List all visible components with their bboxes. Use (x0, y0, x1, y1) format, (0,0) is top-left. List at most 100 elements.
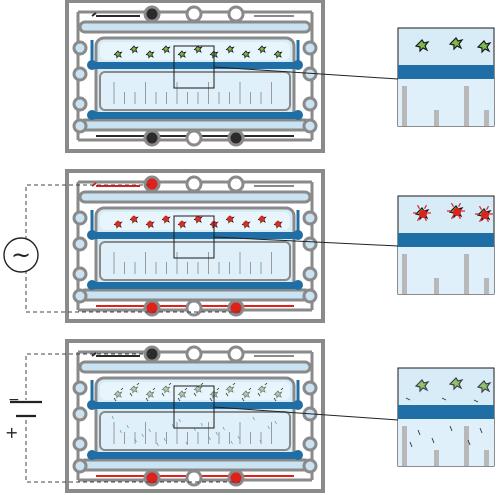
spark-ray (450, 202, 455, 207)
port (227, 345, 245, 363)
blue-electrode-bottom (94, 112, 296, 119)
inset-tick (464, 426, 469, 466)
inset-tick (464, 86, 469, 126)
spark (195, 216, 201, 222)
fragment (280, 387, 284, 391)
blue-electrode-top (94, 62, 296, 69)
debris (237, 435, 240, 440)
debris (171, 423, 174, 428)
port (227, 175, 245, 193)
inset-tick (484, 278, 489, 294)
electrode-pad-bottom (143, 299, 161, 317)
debris (417, 429, 421, 436)
electrode-pad-top (143, 175, 161, 193)
debris (252, 416, 255, 421)
ac-symbol: ~ (11, 241, 31, 269)
side-port (72, 96, 88, 112)
side-port (302, 236, 318, 252)
fragment (136, 382, 140, 386)
inset-tick (484, 450, 489, 466)
debris (156, 442, 159, 447)
side-port (72, 380, 88, 396)
spark-ray (478, 218, 483, 223)
debris (473, 399, 479, 403)
side-port (72, 406, 88, 422)
inset-tick (402, 426, 407, 466)
inset-tick (484, 110, 489, 126)
inset-lower (398, 247, 494, 294)
spark (453, 208, 461, 216)
blue-electrode-bottom (94, 452, 296, 459)
fragment (168, 382, 172, 386)
inset-blue-electrode (398, 233, 494, 247)
blue-electrode-bottom (94, 282, 296, 289)
panel-ac-field (65, 169, 325, 323)
zoom-connector (213, 66, 399, 80)
port (227, 5, 245, 23)
spark (147, 221, 153, 227)
port (185, 129, 203, 147)
fragment (225, 392, 229, 397)
debris (274, 420, 277, 425)
debris (467, 439, 471, 446)
ac-source-icon (3, 237, 39, 273)
inset-blue-electrode (398, 405, 494, 419)
spark-ray (485, 205, 490, 210)
port (185, 175, 203, 193)
blue-electrode-top (94, 232, 296, 239)
side-port (72, 266, 88, 282)
debris (230, 440, 233, 445)
debris (215, 431, 218, 436)
electrode-pad-bottom (143, 129, 161, 147)
debris (178, 418, 181, 423)
zoom-connector (213, 236, 399, 247)
dc-circuit: − + (5, 353, 240, 483)
side-port (302, 40, 318, 56)
spark (179, 221, 185, 227)
side-port (72, 236, 88, 252)
spark-ray (423, 217, 428, 222)
inset-tick (434, 450, 439, 466)
debris (405, 397, 411, 401)
side-port (72, 66, 88, 82)
spark (227, 216, 233, 222)
inset-tick (402, 254, 407, 294)
fluid-channel (78, 360, 312, 374)
debris (185, 441, 188, 446)
fragment (161, 392, 165, 397)
debris (222, 426, 225, 431)
fluid-channel (78, 190, 312, 204)
fragment (113, 397, 117, 402)
spark-ray (478, 205, 483, 210)
fragment (209, 397, 213, 402)
spark (131, 216, 137, 222)
zoom-connector (213, 406, 399, 421)
fragment (152, 387, 156, 391)
fluid-channel (78, 20, 312, 34)
zoom-inset-ac (397, 195, 495, 295)
debris (141, 433, 144, 438)
spark-ray (457, 202, 462, 207)
spark-ray (450, 215, 455, 220)
spark (419, 210, 427, 218)
fragment (216, 387, 220, 391)
spark (275, 221, 281, 227)
cell-lane (100, 382, 290, 400)
fragment (177, 397, 181, 402)
inset-tick (434, 278, 439, 294)
spark-ray (416, 217, 421, 222)
fragment (145, 397, 149, 402)
spark-ray (485, 218, 490, 223)
debris (267, 425, 270, 430)
fragment (273, 397, 277, 402)
electrode-pad-bottom (227, 299, 245, 317)
debris (200, 422, 203, 427)
spark (243, 221, 249, 227)
spark (259, 216, 265, 222)
side-port (72, 118, 88, 134)
port (185, 345, 203, 363)
lower-chamber (99, 71, 291, 111)
side-port (72, 458, 88, 474)
debris (208, 436, 211, 441)
